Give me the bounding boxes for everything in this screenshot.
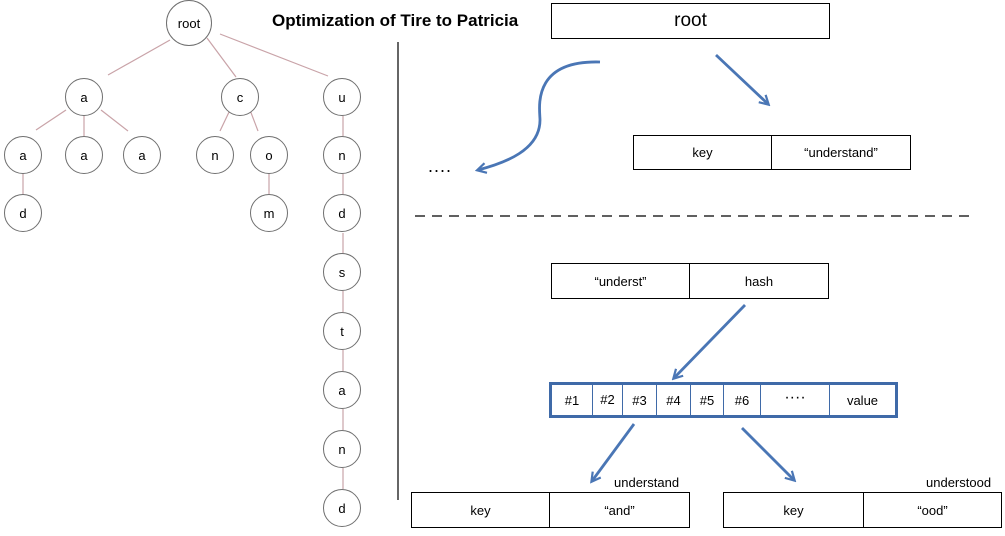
ellipsis-label: .... — [428, 156, 453, 176]
hash-cell: hash — [689, 263, 829, 299]
trie-node-a-d: d — [4, 194, 42, 232]
slot-6: #6 — [723, 384, 761, 416]
trie-node-a-a: a — [123, 136, 161, 174]
hash-slot-array: #1 #2 #3 #4 #5 #6 ···· value — [549, 382, 898, 418]
trie-node-u-n: n — [323, 136, 361, 174]
right-leaf-caption: understood — [926, 475, 992, 490]
patricia-root-box: root — [551, 3, 830, 39]
slot-3: #3 — [622, 384, 657, 416]
prefix-cell: “underst” — [551, 263, 690, 299]
trie-node-c-m: m — [250, 194, 288, 232]
slot-value: value — [829, 384, 896, 416]
trie-node-u-s: s — [323, 253, 361, 291]
trie-node-u-d2: d — [323, 489, 361, 527]
top-key-cell: key — [633, 135, 772, 170]
top-value-cell: “understand” — [771, 135, 911, 170]
left-leaf-key: key — [411, 492, 550, 528]
trie-node-a-a: a — [4, 136, 42, 174]
trie-node-u: u — [323, 78, 361, 116]
trie-node-a: a — [65, 78, 103, 116]
slot-1: #1 — [551, 384, 593, 416]
trie-node-c-n: n — [196, 136, 234, 174]
slot-2: #2 — [592, 384, 623, 416]
trie-node-u-d: d — [323, 194, 361, 232]
diagram-title: Optimization of Tire to Patricia — [272, 11, 519, 30]
left-leaf-value: “and” — [549, 492, 690, 528]
right-leaf-key: key — [723, 492, 864, 528]
right-leaf-value: “ood” — [863, 492, 1002, 528]
trie-node-root: root — [166, 0, 212, 46]
trie-node-u-t: t — [323, 312, 361, 350]
trie-edges — [22, 33, 344, 489]
slot-ellipsis: ···· — [760, 384, 830, 416]
trie-node-a-a: a — [65, 136, 103, 174]
left-leaf-caption: understand — [614, 475, 680, 490]
pointer-arrows — [478, 53, 794, 481]
trie-node-c-o: o — [250, 136, 288, 174]
trie-node-u-a: a — [323, 371, 361, 409]
slot-4: #4 — [656, 384, 691, 416]
trie-node-u-n2: n — [323, 430, 361, 468]
trie-node-c: c — [221, 78, 259, 116]
slot-5: #5 — [690, 384, 724, 416]
